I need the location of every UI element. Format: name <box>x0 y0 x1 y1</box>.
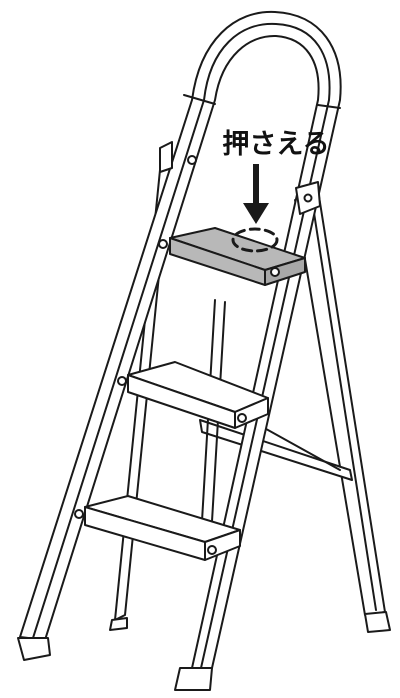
down-arrow-icon <box>243 164 269 224</box>
bottom-step <box>75 496 240 560</box>
callout-label: 押さえる <box>222 129 329 160</box>
front-frame <box>20 12 341 668</box>
top-step <box>159 228 305 285</box>
